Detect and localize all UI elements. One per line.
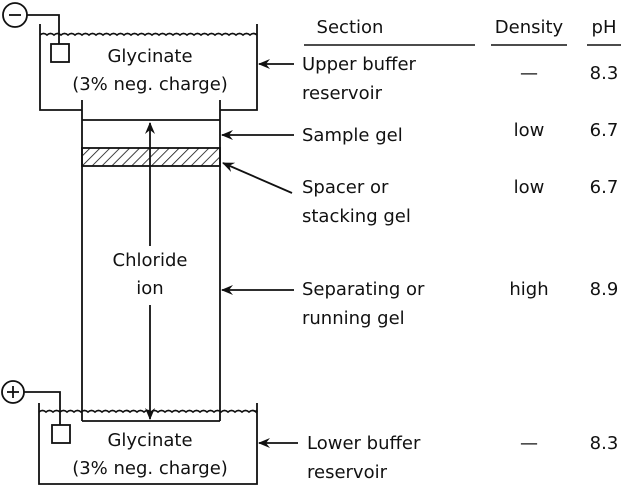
- row-section-line2: stacking gel: [302, 206, 411, 227]
- lower-reservoir-label-line1: Glycinate: [107, 430, 192, 451]
- row-ph: 8.3: [590, 63, 619, 84]
- negative-wire: [27, 14, 60, 44]
- cathode-plate: [50, 43, 70, 63]
- row-ph: 8.3: [590, 433, 619, 454]
- table-row: Upper buffer reservoir — 8.3: [302, 54, 618, 104]
- upper-buffer-surface: [39, 32, 258, 37]
- row-density: —: [520, 63, 538, 84]
- upper-reservoir: Glycinate (3% neg. charge): [39, 24, 258, 111]
- row-section-line1: Lower buffer: [307, 433, 421, 454]
- gel-column: Chloride ion: [81, 100, 221, 422]
- table-row: Spacer or stacking gel low 6.7: [302, 177, 618, 227]
- upper-reservoir-label-line2: (3% neg. charge): [72, 74, 228, 95]
- row-section-line1: Upper buffer: [302, 54, 417, 75]
- row-density: low: [514, 177, 545, 198]
- row-ph: 6.7: [590, 177, 619, 198]
- row-section-line2: reservoir: [307, 462, 388, 483]
- row-density: —: [520, 433, 538, 454]
- stacking-gel-band: [81, 147, 221, 167]
- positive-electrode: [1, 380, 71, 444]
- table-row: Lower buffer reservoir — 8.3: [307, 433, 618, 483]
- row-density: high: [509, 279, 548, 300]
- row-section-line1: Spacer or: [302, 177, 389, 198]
- lower-tank: [38, 403, 258, 485]
- row-density: low: [514, 120, 545, 141]
- chloride-ion-label-line1: Chloride: [113, 250, 188, 271]
- positive-wire: [24, 391, 61, 425]
- upper-tank-wall-left: [39, 24, 82, 111]
- lower-reservoir: Glycinate (3% neg. charge): [38, 403, 258, 485]
- header-section: Section: [317, 17, 384, 38]
- row-section-line2: reservoir: [302, 83, 383, 104]
- header-ph: pH: [592, 17, 617, 38]
- table-row: Sample gel low 6.7: [302, 120, 618, 146]
- table-row: Separating or running gel high 8.9: [302, 279, 618, 329]
- pointer-stacking-gel: [222, 162, 293, 194]
- lower-buffer-surface: [38, 409, 258, 414]
- row-ph: 8.9: [590, 279, 619, 300]
- table-header: Section Density pH: [304, 17, 621, 46]
- upper-tank-wall-right: [220, 24, 258, 111]
- lower-reservoir-label-line2: (3% neg. charge): [72, 458, 228, 479]
- upper-reservoir-label-line1: Glycinate: [107, 46, 192, 67]
- anode-plate: [51, 424, 71, 444]
- negative-electrode: [2, 2, 70, 63]
- row-ph: 6.7: [590, 120, 619, 141]
- row-section-line1: Separating or: [302, 279, 425, 300]
- chloride-ion-label-line2: ion: [136, 278, 163, 299]
- row-section-line2: running gel: [302, 308, 405, 329]
- header-density: Density: [495, 17, 564, 38]
- row-section-line1: Sample gel: [302, 125, 403, 146]
